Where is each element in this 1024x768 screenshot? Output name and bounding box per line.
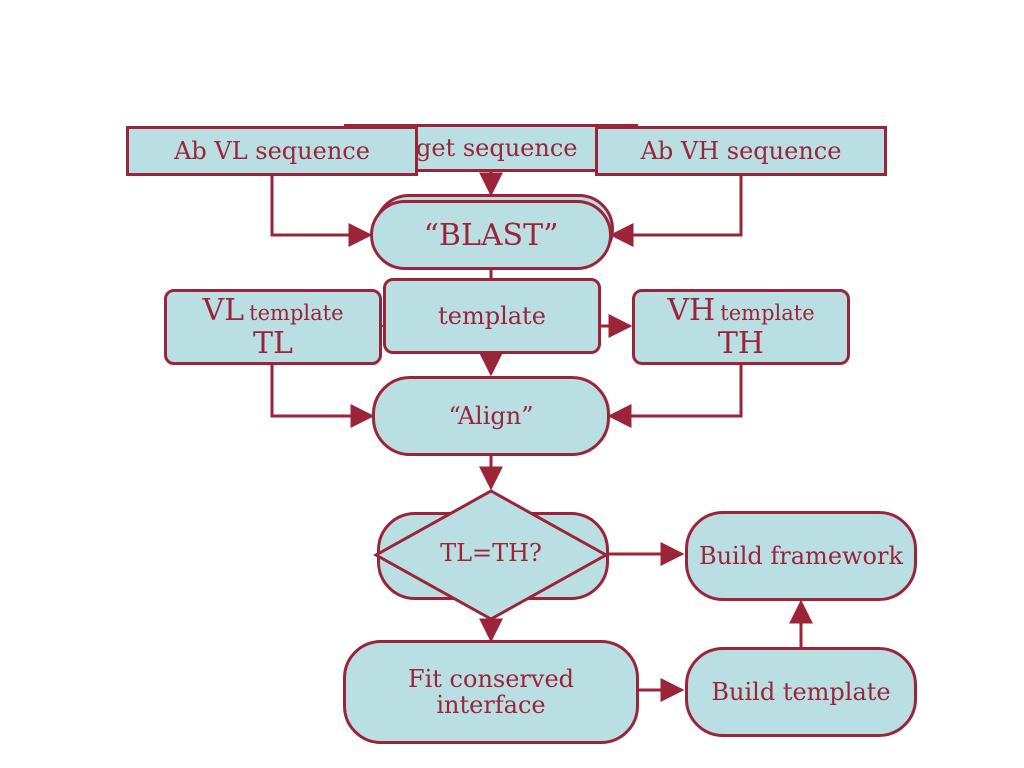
- arrow-vlseq-to-blast: [270, 175, 373, 247]
- vh-template-line1: VH template: [667, 293, 815, 328]
- decision-text-wrap: TL=TH?: [408, 530, 574, 576]
- fit-conserved-line1: Fit conserved: [407, 664, 575, 693]
- arrow-vltemplate-to-align: [270, 364, 375, 428]
- target-sequence-label: rget sequence: [404, 133, 578, 162]
- decision-label: TL=TH?: [440, 538, 542, 567]
- blast-node: “BLAST”: [370, 200, 612, 270]
- arrow-vhtemplate-to-align: [607, 364, 743, 428]
- vl-template-line1: VL template: [202, 293, 344, 328]
- vl-template-tl: TL: [253, 326, 293, 361]
- align-node: “Align”: [372, 376, 610, 456]
- ab-vh-sequence-label: Ab VH sequence: [640, 136, 842, 165]
- arrow-vhseq-to-blast: [609, 175, 743, 247]
- fit-conserved-line2: interface: [436, 691, 546, 719]
- vh-template-th: TH: [717, 326, 765, 361]
- template-node: template: [383, 278, 601, 354]
- build-template-node: Build template: [685, 647, 917, 737]
- fit-conserved-interface-node: Fit conserved interface: [343, 640, 639, 744]
- ab-vl-sequence-label: Ab VL sequence: [174, 136, 370, 165]
- build-framework-label: Build framework: [698, 541, 904, 570]
- ab-vl-sequence-box: Ab VL sequence: [126, 126, 418, 176]
- template-label: template: [438, 301, 546, 330]
- build-template-label: Build template: [711, 677, 891, 706]
- ab-vh-sequence-box: Ab VH sequence: [595, 126, 887, 176]
- blast-label: “BLAST”: [423, 217, 559, 253]
- build-framework-node: Build framework: [685, 511, 917, 601]
- vh-template-node: VH template TH: [632, 289, 850, 365]
- align-label: “Align”: [448, 401, 534, 430]
- vl-template-node: VL template TL: [164, 289, 382, 365]
